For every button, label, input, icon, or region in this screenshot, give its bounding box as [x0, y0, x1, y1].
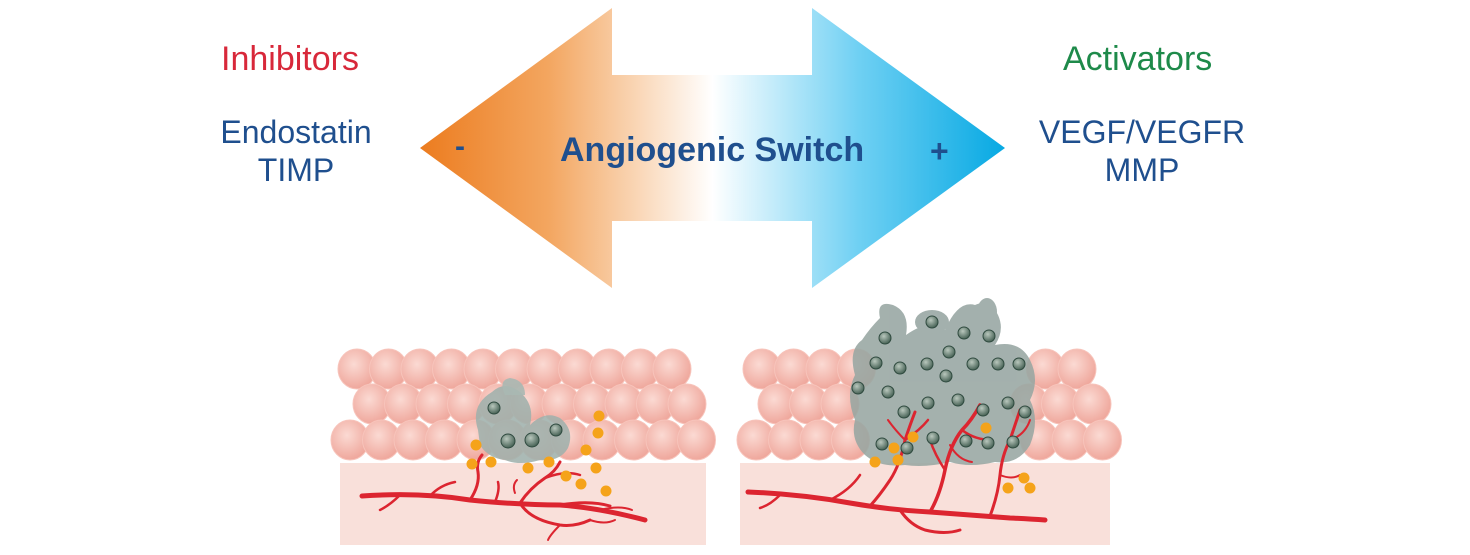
- angiogenic-switch-label: Angiogenic Switch: [560, 131, 865, 169]
- tissue-cell: [667, 383, 707, 425]
- growth-factors-right: [869, 422, 1036, 494]
- tissue-cell: [1057, 348, 1097, 390]
- plus-sign: +: [930, 133, 949, 169]
- tissue-cell: [1083, 419, 1122, 461]
- tissue-cell: [652, 348, 692, 390]
- tissue-right: [736, 298, 1122, 545]
- double-arrow-shape: [420, 8, 1005, 288]
- activators-header: Activators: [1063, 40, 1213, 78]
- blood-vessels-left: [359, 453, 648, 541]
- inhibitor-list: Endostatin TIMP: [196, 113, 396, 189]
- inhibitor-item-endostatin: Endostatin: [220, 114, 372, 150]
- growth-factors-left: [466, 410, 612, 497]
- tumor-nuclei-large: [851, 315, 1032, 455]
- tissue-cell: [677, 419, 716, 461]
- tissue-left: [330, 348, 716, 545]
- tumor-nuclei-small: [487, 401, 563, 449]
- blood-vessels-right: [745, 403, 1048, 534]
- minus-sign: -: [455, 130, 465, 163]
- activator-item-mmp: MMP: [1104, 152, 1180, 188]
- activator-list: VEGF/VEGFR MMP: [1031, 113, 1253, 189]
- inhibitors-header: Inhibitors: [221, 40, 359, 78]
- activator-item-vegf: VEGF/VEGFR: [1038, 114, 1246, 150]
- tissue-cell: [1072, 383, 1112, 425]
- inhibitor-item-timp: TIMP: [257, 152, 335, 188]
